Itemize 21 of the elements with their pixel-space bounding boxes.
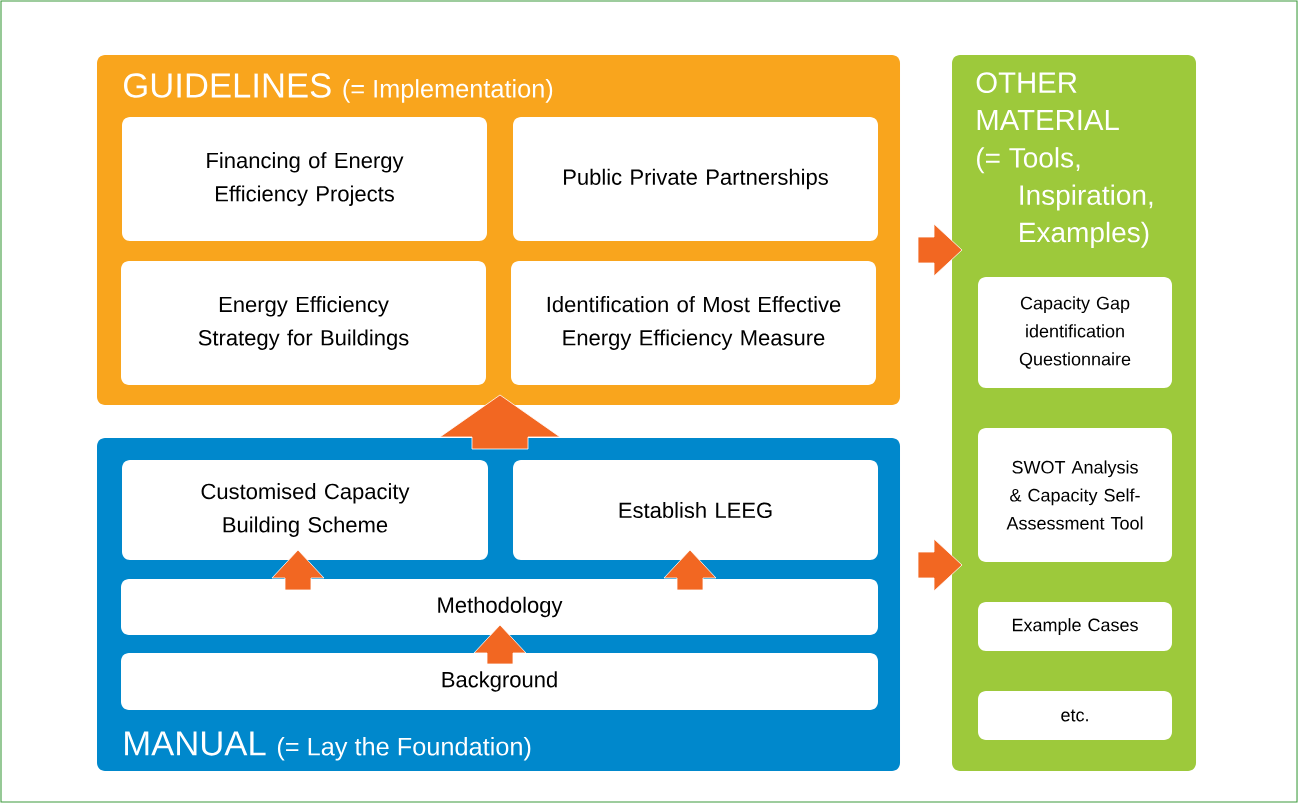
- text-box: Public Private Partnerships: [513, 117, 878, 241]
- panel-heading: OTHER MATERIAL (= Tools, Inspiration, Examples): [976, 72, 1153, 248]
- text-box: etc.: [978, 691, 1172, 740]
- text-box: Capacity Gap identification Questionnaire: [978, 277, 1172, 388]
- block-arrow: [271, 549, 325, 591]
- text-box: Identification of Most Effective Energy Efficiency Measure: [511, 261, 876, 385]
- block-arrow: [473, 624, 527, 665]
- text-box: Energy Efficiency Strategy for Buildings: [121, 261, 486, 385]
- text-box: Customised Capacity Building Scheme: [122, 460, 488, 560]
- text-box: Background: [121, 653, 878, 710]
- block-arrow: [439, 394, 561, 450]
- block-arrow: [917, 538, 963, 592]
- text-box: Methodology: [121, 579, 878, 635]
- block-arrow: [917, 223, 963, 277]
- text-box: Financing of Energy Efficiency Projects: [122, 117, 487, 241]
- text-box: Example Cases: [978, 602, 1172, 651]
- text-box: SWOT Analysis & Capacity Self-Assessment Tool: [978, 428, 1172, 562]
- panel-heading: MANUAL (= Lay the Foundation): [125, 731, 531, 761]
- panel-heading: GUIDELINES (= Implementation): [124, 73, 553, 103]
- block-arrow: [663, 549, 717, 591]
- text-box: Establish LEEG: [513, 460, 878, 560]
